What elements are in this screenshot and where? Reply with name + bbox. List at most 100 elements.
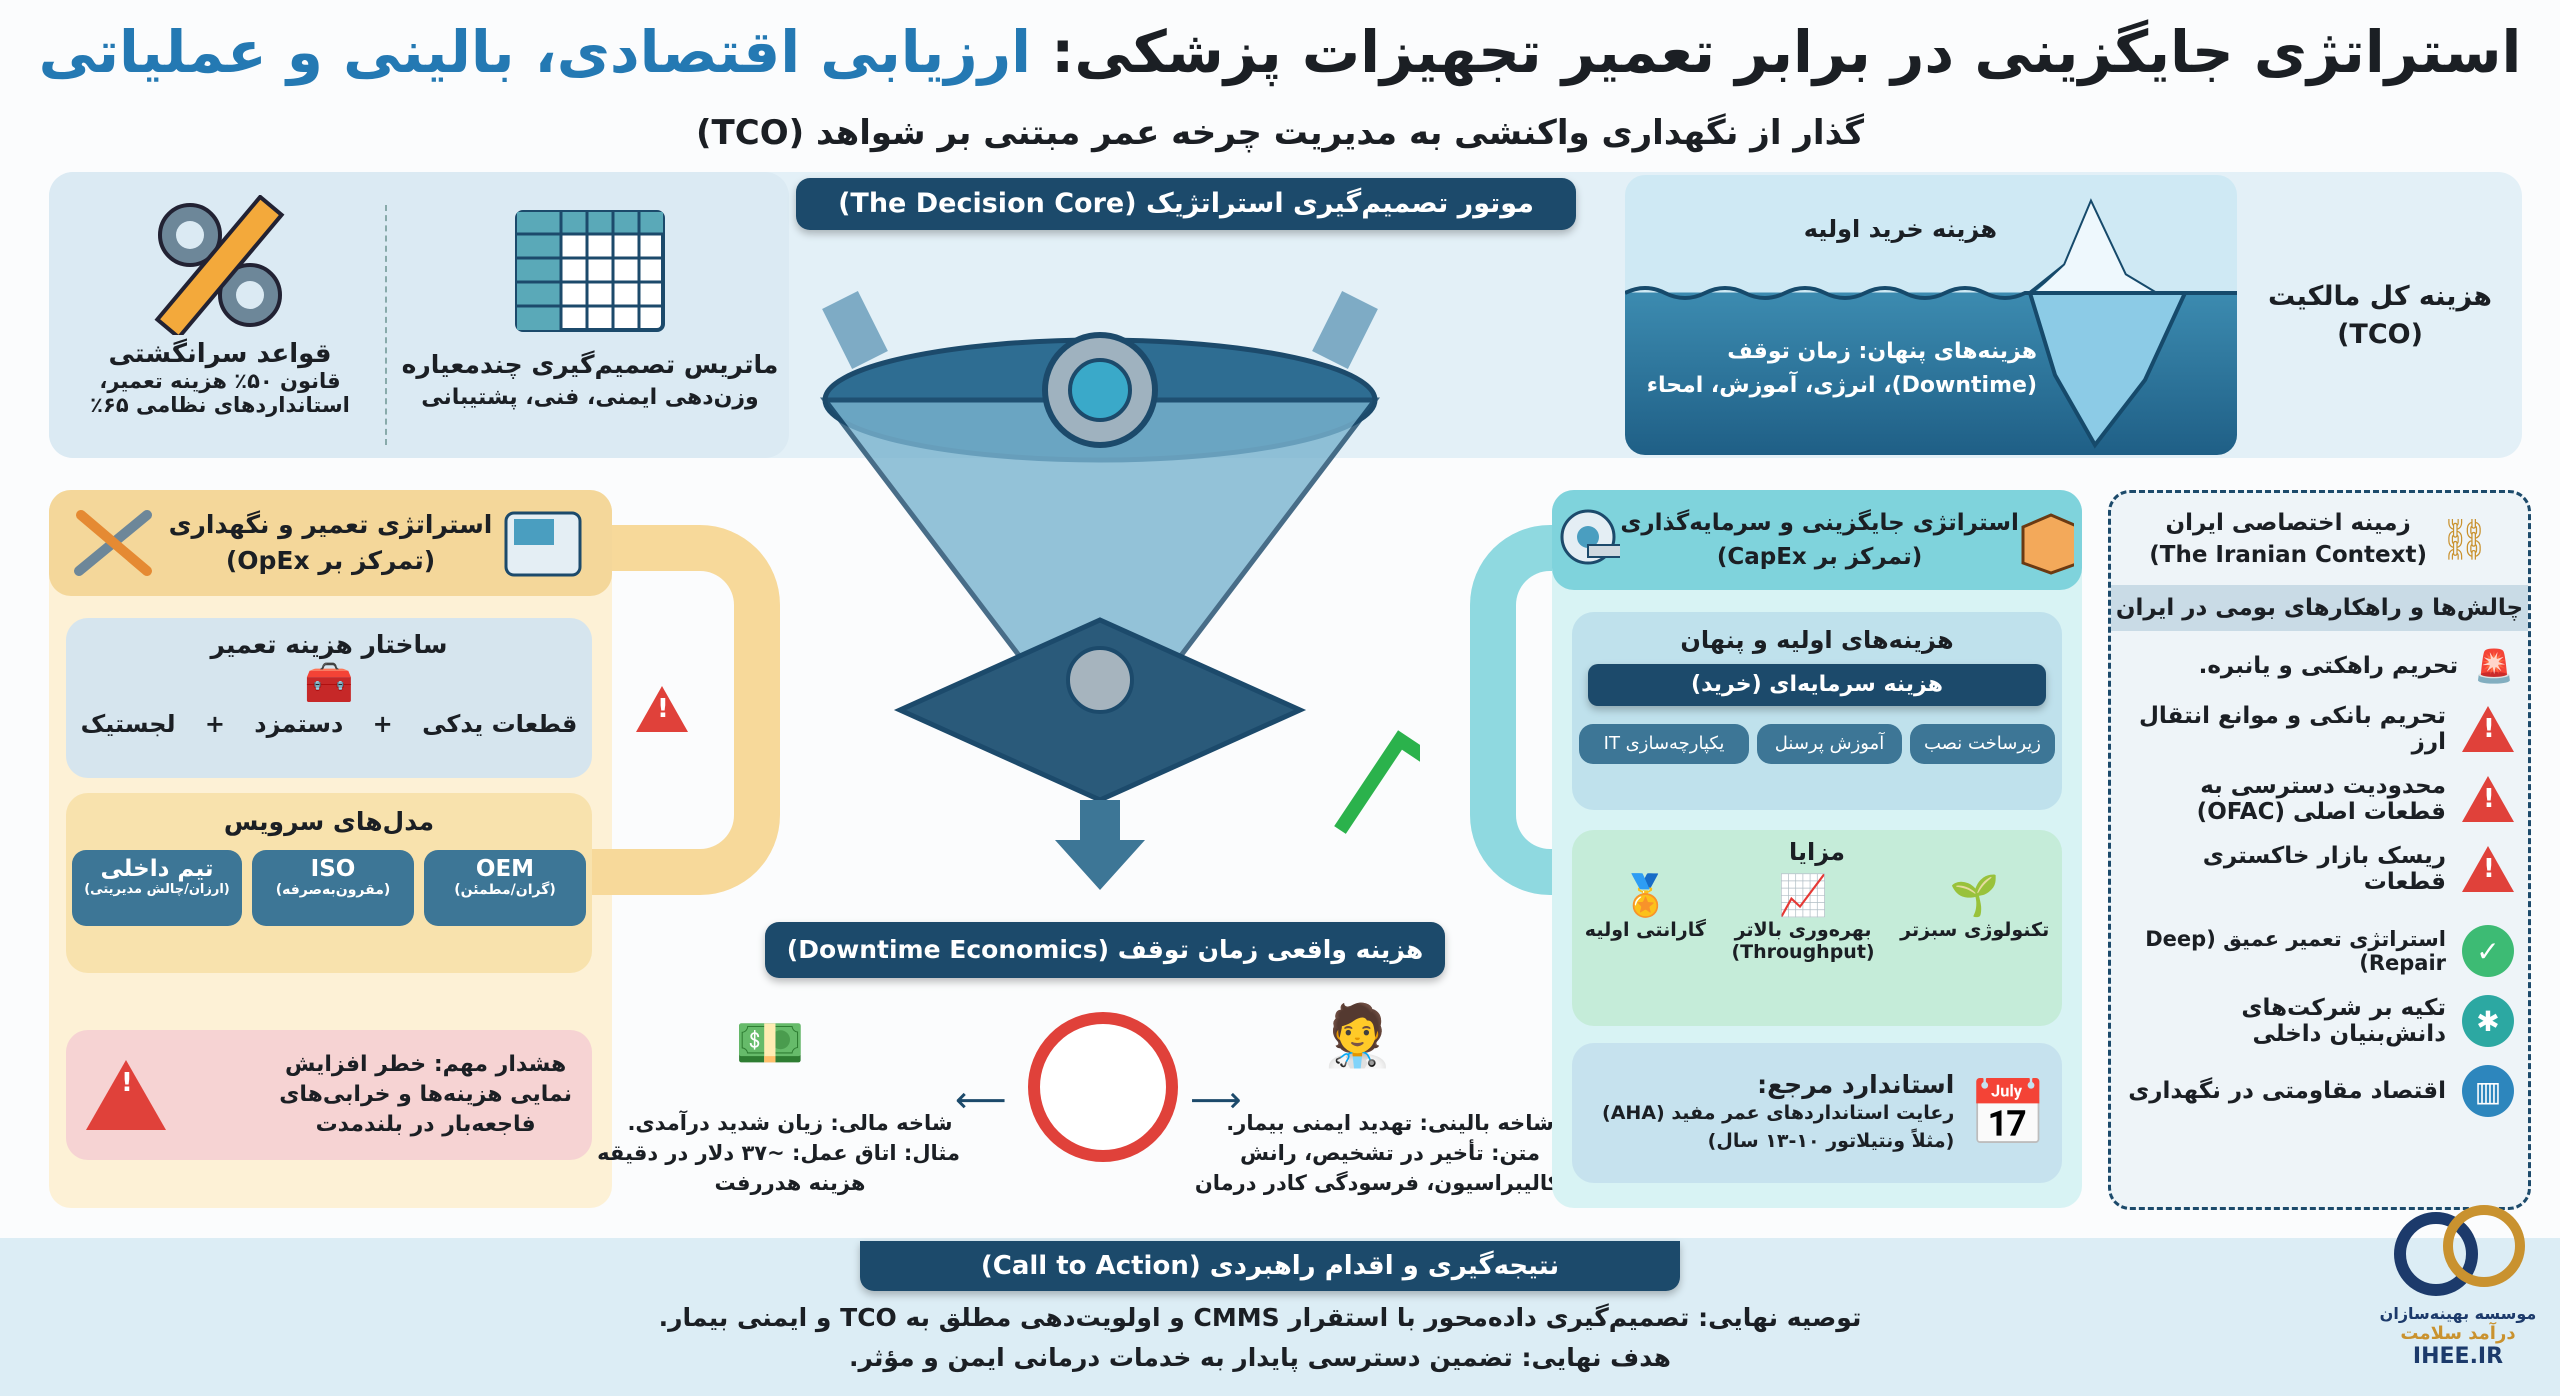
text-downtime-clinical-line2: متن: تأخیر در تشخیص، رانش [1240,1141,1540,1165]
decision-matrix: ماتریس تصمیم‌گیری چندمعیاره وزن‌دهی ایمن… [395,210,785,410]
text-opex-service_models-models-1-name: ISO [310,856,356,882]
text-iran-solutions-2: اقتصاد مقاومتی در نگهداری [2128,1078,2446,1104]
warranty-badge-icon: 🏅 [1620,873,1671,919]
iceberg-tip-label: هزینه خرید اولیه [1803,215,1997,243]
growth-chart-icon: 📈 [1778,873,1828,919]
text-capex-benefits-items-2-line1: گارانتی اولیه [1584,919,1706,941]
page-subtitle: گذار از نگهداری واکنشی به مدیریت چرخه عم… [696,113,1864,153]
text-capex-costs-items-1: آموزش پرسنل [1757,724,1902,764]
text-top-tco-line1: هزینه کل مالکیت [2268,281,2492,312]
downtime-banner: هزینه واقعی زمان توقف (Downtime Economic… [765,922,1445,978]
warning-icon [2462,776,2514,822]
text-opex-service_models-title: مدل‌های سرویس [223,807,435,836]
warning-rising-chart-icon [86,1060,166,1130]
money-down-icon: 💵 [735,1011,805,1076]
knowledge-icon: ✱ [2462,995,2514,1047]
box-icon [2021,513,2074,575]
text-capex-costs-items-0: زیرساخت نصب [1910,724,2055,764]
warning-icon [2462,846,2514,892]
text-top-rules-line1: قانون ۵۰٪ هزینه تعمیر، [99,369,341,393]
text-opex-service_models-models-0-name: OEM [475,856,535,882]
text-iran-title1: زمینه اختصاصی ایران [2165,510,2411,536]
cta-banner: نتیجه‌گیری و اقدام راهبردی (Call to Acti… [860,1241,1680,1291]
text-opex-title1: استراتژی تعمیر و نگهداری [168,510,493,539]
check-icon: ✓ [2462,925,2514,977]
challenge-item: محدودیت دسترسی به قطعات اصلی (OFAC) [2121,773,2514,825]
patient-safety-icon: 🧑‍⚕️ [1320,1001,1395,1071]
mri-scanner-icon [1560,509,1621,565]
decision-funnel-illustration [819,291,1420,890]
chain-gears-icon: ⛓ [2439,516,2490,563]
capex-costs: هزینه‌های اولیه و پنهان هزینه سرمایه‌ای … [1572,612,2062,810]
text-logo-site: IHEE.IR [2412,1344,2504,1369]
text-iran-solutions-0: استراتژی تعمیر عمیق (Deep Repair) [2145,927,2446,975]
iceberg-hidden-label: هزینه‌های پنهان: زمان توقف(Downtime)، ان… [1647,335,2037,403]
iran-subheader: چالش‌ها و راهکارهای بومی در ایران [2111,585,2528,631]
solution-item: ✓ استراتژی تعمیر عمیق (Deep Repair) [2121,925,2514,977]
text-cta-line1: توصیه نهایی: تصمیم‌گیری داده‌محور با است… [658,1303,1862,1332]
clinical-branch: شاخه بالینی: تهدید ایمنی بیمار.متن: تأخی… [1195,1108,1560,1198]
financial-branch: شاخه مالی: زیان شدید درآمدی.مثال: اتاق ع… [597,1108,960,1198]
text-logo-line1: موسسه بهینه‌سازان [2379,1304,2537,1323]
arrow-right-icon: ⟶ [1190,1080,1242,1121]
iceberg-illustration: هزینه خرید اولیه هزینه‌های پنهان: زمان ت… [1625,175,2237,455]
decision-core-label: موتور تصمیم‌گیری استراتژیک (The Decision… [796,178,1576,230]
text-opex-service_models-models-2-name: تیم داخلی [100,856,214,882]
warning-icon [2462,706,2514,752]
title-accent: ارزیابی اقتصادی، بالینی و عملیاتی [38,18,1031,86]
text-iran-challenges-0: تحریم راهکتی و یانبره. [2198,653,2459,679]
text-downtime-financial-line2: مثال: اتاق عمل: ~۳۷ دلار در دقیقه [597,1141,960,1165]
matrix-table-icon [515,210,665,332]
text-downtime-financial-line3: هزینه هدررفت [714,1171,866,1195]
stopwatch-icon [1028,1012,1178,1162]
logo-mark-icon [2394,1205,2525,1296]
text-capex-benefits-items-1-line2: (Throughput) [1731,941,1875,963]
service-model-oem: OEM(گران/مطمئن) [424,850,586,926]
service-models: مدل‌های سرویس OEM(گران/مطمئن) ISO(مقرون‌… [66,793,592,973]
challenge-item: تحریم بانکی و موانع انتقال ارز [2121,703,2514,755]
arrow-left-icon: ⟵ [955,1080,1007,1121]
logo: موسسه بهینه‌سازان درآمد سلامت IHEE.IR [2368,1200,2548,1369]
alarm-icon: 🚨 [2474,647,2514,685]
text-opex-warning-line2: نمایی هزینه‌ها و خرابی‌های [279,1082,572,1107]
text-capex-standard-line1: رعایت استانداردهای عمر مفید (AHA) [1602,1102,1955,1124]
text-cta-line2: هدف نهایی: تضمین دسترسی پایدار به خدمات … [848,1343,1671,1372]
text-capex-costs-main: هزینه سرمایه‌ای (خرید) [1588,664,2046,706]
text-opex-service_models-models-2-note: (ارزان/چالش مدیریتی) [84,882,230,897]
opex-header: استراتژی تعمیر و نگهداری (تمرکز بر OpEx) [49,490,612,596]
toolbox-icon: 🧰 [304,660,354,706]
text-capex-costs-title: هزینه‌های اولیه و پنهان [1680,626,1954,654]
text-opex-cost_structure-items-2: لجستیک [80,710,176,738]
iceberg-icon [1625,198,2237,449]
text-top-iceberg-hidden1: هزینه‌های پنهان: زمان توقف [1727,339,2037,364]
text-opex-title2: (تمرکز بر OpEx) [225,546,436,575]
iran-context-panel: ⛓ زمینه اختصاصی ایران (The Iranian Contex… [2108,490,2531,1210]
text-top-rules-title: قواعد سرانگشتی [108,339,332,369]
text-iran-challenges-3: ریسک بازار خاکستری قطعات [2202,843,2446,895]
text-logo-line2: درآمد سلامت [2400,1323,2516,1344]
text-iran-title2: (The Iranian Context) [2149,542,2427,568]
text-top-rules-line2: استانداردهای نظامی ۶۵٪ [90,393,350,417]
text-opex-cost_structure-title: ساختار هزینه تعمیر [210,630,448,659]
text-top-tco-line2: (TCO) [2337,319,2423,350]
text-opex-warning-line3: فاجعه‌بار در بلندمدت [315,1112,536,1137]
service-model-iso: ISO(مقرون‌به‌صرفه) [252,850,414,926]
text-opex-cost_structure-items-1: دستمزد [254,710,344,738]
text-iran-challenges-1: تحریم بانکی و موانع انتقال ارز [2138,703,2446,755]
arrow-down-icon [1055,800,1145,890]
opex-connector [560,525,780,895]
medical-device-icon [504,511,582,577]
percent-gear-ruler-icon [154,194,285,341]
service-model-inhouse: تیم داخلی(ارزان/چالش مدیریتی) [72,850,242,926]
text-opex-service_models-models-0-note: (گران/مطمئن) [454,882,556,898]
capex-benefits: مزایا 🌱تکنولوژی سبزتر 📈بهره‌وری بالاتر(T… [1572,830,2062,1026]
text-opex-cost_structure-plus: + [204,710,225,738]
text-capex-benefits-items-0-line1: تکنولوژی سبزتر [1900,919,2050,941]
chart-icon: ▥ [2462,1065,2514,1117]
calendar-clock-icon: 📅 [1968,1076,2048,1151]
repair-cost-structure: ساختار هزینه تعمیر 🧰 قطعات یدکی+ دستمزد+… [66,618,592,778]
tco-label: هزینه کل مالکیت (TCO) [2250,278,2510,354]
text-opex-cost_structure-plus: + [372,710,393,738]
text-header-title_main: استراتژی جایگزینی در برابر تعمیر تجهیزات… [1051,18,2522,86]
